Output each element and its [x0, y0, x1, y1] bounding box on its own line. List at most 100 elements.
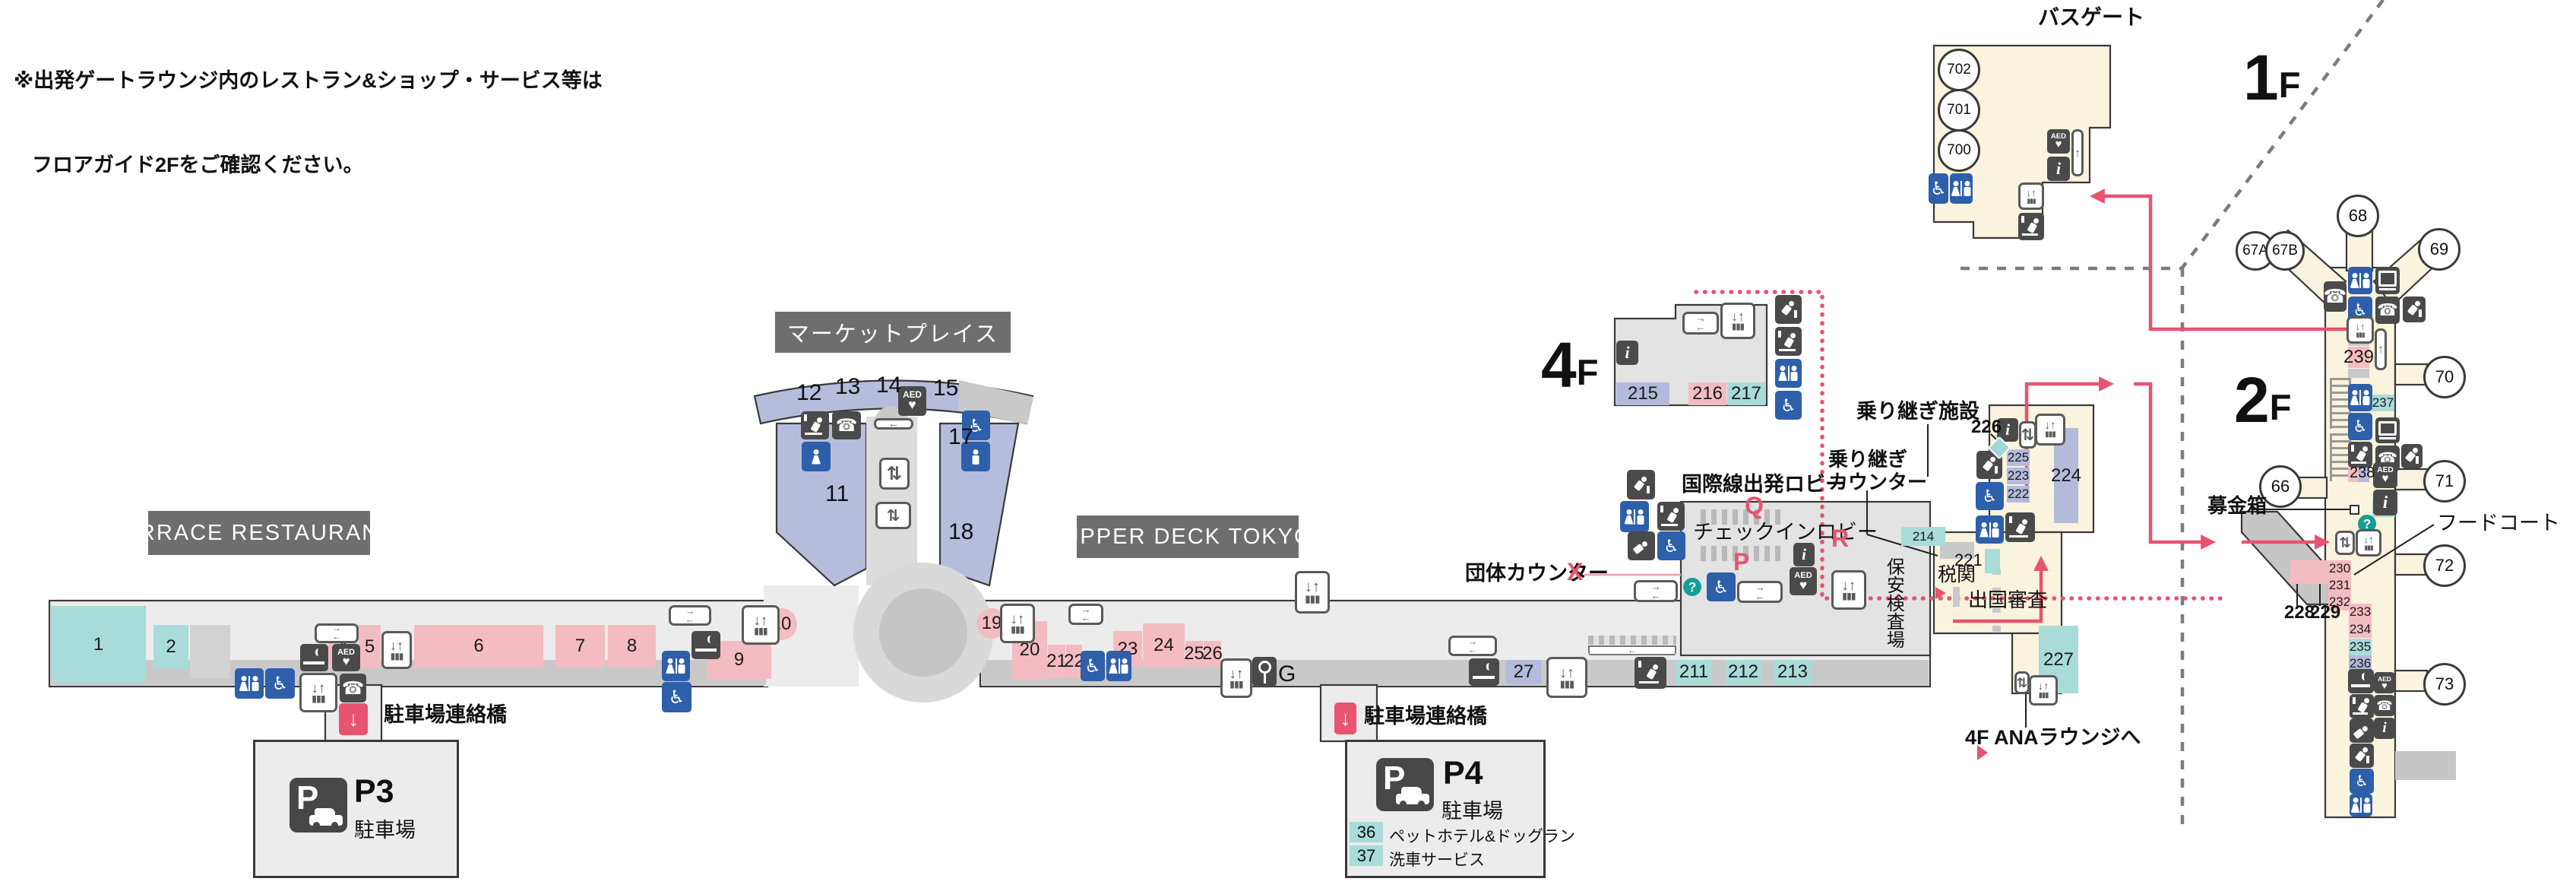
- shop-25: 25: [1184, 641, 1204, 667]
- aed-icon: AED♥: [2047, 129, 2070, 154]
- shop-236: 236: [2349, 655, 2372, 672]
- accessible-restroom-icon: ♿: [2350, 769, 2374, 794]
- floor-label-2f: 2 F: [2234, 364, 2291, 436]
- map-label: 保安検査場: [1883, 557, 1904, 649]
- counter-stripes: [1588, 636, 1676, 645]
- map-label: 18: [948, 519, 974, 544]
- shop-222: 222: [2007, 486, 2030, 503]
- shop-21: 21: [1046, 645, 1067, 678]
- gate-69: 69: [2418, 228, 2460, 271]
- internet-pc-icon: [2375, 417, 2400, 443]
- elevator-icon: ↓↑▮▮▮: [1220, 658, 1252, 698]
- shop-215: 215: [1616, 382, 1669, 405]
- gate-701: 701: [1938, 89, 1980, 132]
- floor-4-number: 4: [1541, 329, 1577, 401]
- moving-walkway-icon: ←: [874, 418, 913, 430]
- telephone-icon: ☎: [340, 674, 366, 702]
- elevator-icon: ↓↑▮▮▮: [742, 605, 780, 645]
- moving-walkway-icon: →←: [669, 605, 711, 626]
- area-label-market-place: マーケットプレイス: [775, 312, 1011, 353]
- escalator-icon: ⇅: [2014, 671, 2030, 694]
- map-label: 14: [876, 373, 902, 398]
- aed-icon: AED♥: [332, 644, 360, 671]
- route-line: [2090, 189, 2359, 331]
- smoking-room-icon: [300, 644, 328, 671]
- floor-area: [2394, 669, 2429, 693]
- baby-care-icon: [2350, 694, 2374, 718]
- shop-235: 235: [2349, 639, 2372, 655]
- map-label: G: [1278, 661, 1296, 687]
- floor-label-4f: 4 F: [1541, 329, 1599, 401]
- map-label: 募金箱: [2207, 494, 2267, 517]
- floor-area: [1940, 542, 1974, 559]
- accessible-restroom-icon: ♿: [1707, 572, 1736, 601]
- shop-223: 223: [2007, 468, 2030, 484]
- shop-232: 232: [2328, 594, 2351, 610]
- gate-70: 70: [2423, 356, 2466, 398]
- map-label: 団体カウンター: [1465, 562, 1609, 585]
- elevator-icon: ↓↑▮▮▮: [1295, 571, 1330, 614]
- elevator-icon: ↓↑▮▮▮: [1546, 657, 1587, 698]
- elevator-icon: ↓↑▮▮▮: [2347, 316, 2374, 344]
- map-block: [1953, 587, 1960, 607]
- shop-block: [2290, 560, 2328, 584]
- information-help-icon: ?: [1683, 578, 1701, 596]
- baby-care-icon: [801, 411, 829, 439]
- floor-area: [866, 417, 917, 585]
- drinking-fountain-icon: [1627, 470, 1655, 500]
- disclaimer-line1: ※出発ゲートラウンジ内のレストラン&ショップ・サービス等は: [14, 69, 603, 92]
- elevator-icon: ↓↑▮▮▮: [1000, 604, 1035, 643]
- shop-26: 26: [1202, 641, 1223, 667]
- internet-pc-icon: [2375, 267, 2400, 294]
- elevator-icon: ↓↑▮▮▮: [2029, 675, 2058, 706]
- service-36-label: ペットホテル&ドッグラン: [1389, 828, 1576, 845]
- shop-5: 5: [359, 625, 381, 668]
- information-phone-icon: i: [1793, 543, 1815, 566]
- map-label: フードコート: [2437, 512, 2560, 534]
- area-label-upper-deck-tokyo: UPPER DECK TOKYO: [1062, 515, 1312, 558]
- restroom-icon: [2350, 794, 2372, 817]
- floor-1-suffix: F: [2278, 64, 2301, 105]
- map-label: 税関: [1938, 564, 1976, 585]
- escalator-icon: ⇅: [879, 458, 910, 490]
- p3-subtitle: 駐車場: [354, 819, 416, 842]
- route-line: [1953, 556, 2049, 623]
- moving-walkway-icon: →←: [1448, 636, 1497, 656]
- moving-walkway-icon: →←: [315, 623, 359, 643]
- moving-walkway-icon: →←: [1737, 581, 1783, 603]
- route-line: [2134, 382, 2216, 550]
- shop-214: 214: [1901, 527, 1945, 546]
- map-label: 15: [933, 376, 959, 401]
- restroom-icon: [2348, 384, 2372, 411]
- floor-2-number: 2: [2234, 364, 2270, 436]
- gate-67B: 67B: [2265, 231, 2305, 271]
- shop-27: 27: [1506, 660, 1541, 684]
- floor-4-suffix: F: [1576, 351, 1599, 392]
- elevator-icon: ↓↑▮▮▮: [1831, 570, 1866, 610]
- elevator-icon: ↓↑▮▮▮: [381, 631, 412, 669]
- restroom-icon: [1620, 501, 1649, 532]
- map-block: [1992, 588, 2001, 594]
- smoking-room-icon: [1469, 658, 1499, 686]
- floor-area: [1932, 44, 2112, 239]
- map-label: 221: [1954, 550, 1983, 569]
- escalator-icon: ⇅: [2019, 421, 2036, 449]
- accessible-restroom-icon: ♿: [1976, 482, 2004, 510]
- restroom-icon: [1106, 651, 1131, 681]
- drinking-fountain-icon: [2403, 297, 2426, 322]
- gate-700: 700: [1938, 129, 1980, 172]
- aed-icon: AED♥: [2373, 462, 2397, 488]
- car-icon: [1396, 787, 1429, 807]
- shop-225: 225: [2007, 449, 2030, 466]
- elevator-icon: ↓↑▮▮▮: [2018, 182, 2044, 210]
- shop-block: [1985, 549, 2000, 573]
- shop-22: 22: [1064, 645, 1084, 678]
- aed-icon: AED♥: [1790, 567, 1817, 595]
- moving-walkway-icon: ←: [1588, 634, 1676, 657]
- p4-title: P4: [1443, 755, 1483, 791]
- baby-care-icon: [2348, 442, 2372, 468]
- parking-icon: P: [1376, 758, 1434, 811]
- shop-231: 231: [2328, 577, 2351, 594]
- moving-walkway-icon: →←: [1068, 604, 1103, 625]
